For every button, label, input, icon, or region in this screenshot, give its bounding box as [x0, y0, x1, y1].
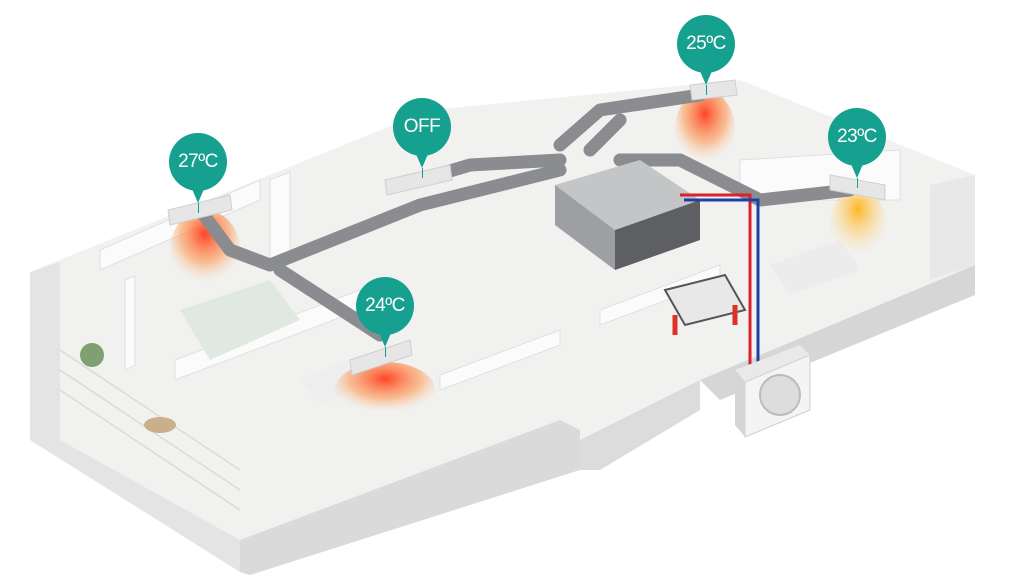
plant	[80, 343, 104, 367]
supply-grilles	[167, 79, 886, 376]
duct-network	[193, 88, 857, 342]
wall-right-end	[930, 175, 975, 280]
zone-temp-pin-living-room[interactable]: 24ºC	[356, 277, 414, 357]
heat-living	[335, 362, 435, 418]
outdoor-unit	[735, 345, 811, 438]
balcony-table	[144, 417, 176, 433]
bed-left	[180, 280, 300, 360]
pipe-hot	[680, 193, 752, 370]
zone-temp-pin-bedroom-left[interactable]: 27ºC	[169, 133, 227, 213]
pipe-cold	[684, 198, 760, 370]
return-arrows	[672, 305, 738, 335]
zone-temp-pin-bedroom-right[interactable]: 23ºC	[828, 108, 886, 188]
zone-temp-pin-top-right[interactable]: 25ºC	[677, 15, 735, 95]
heat-bedroom-right	[830, 187, 886, 263]
indoor-unit	[555, 160, 700, 270]
wall-front-bottom	[240, 420, 580, 575]
wall-front-left	[30, 262, 240, 572]
bed-right	[770, 240, 860, 295]
heat-top-right	[675, 90, 735, 170]
zone-temp-pin-hall[interactable]: OFF	[393, 98, 451, 178]
return-grille	[663, 273, 747, 327]
wall-front-right	[580, 380, 700, 470]
